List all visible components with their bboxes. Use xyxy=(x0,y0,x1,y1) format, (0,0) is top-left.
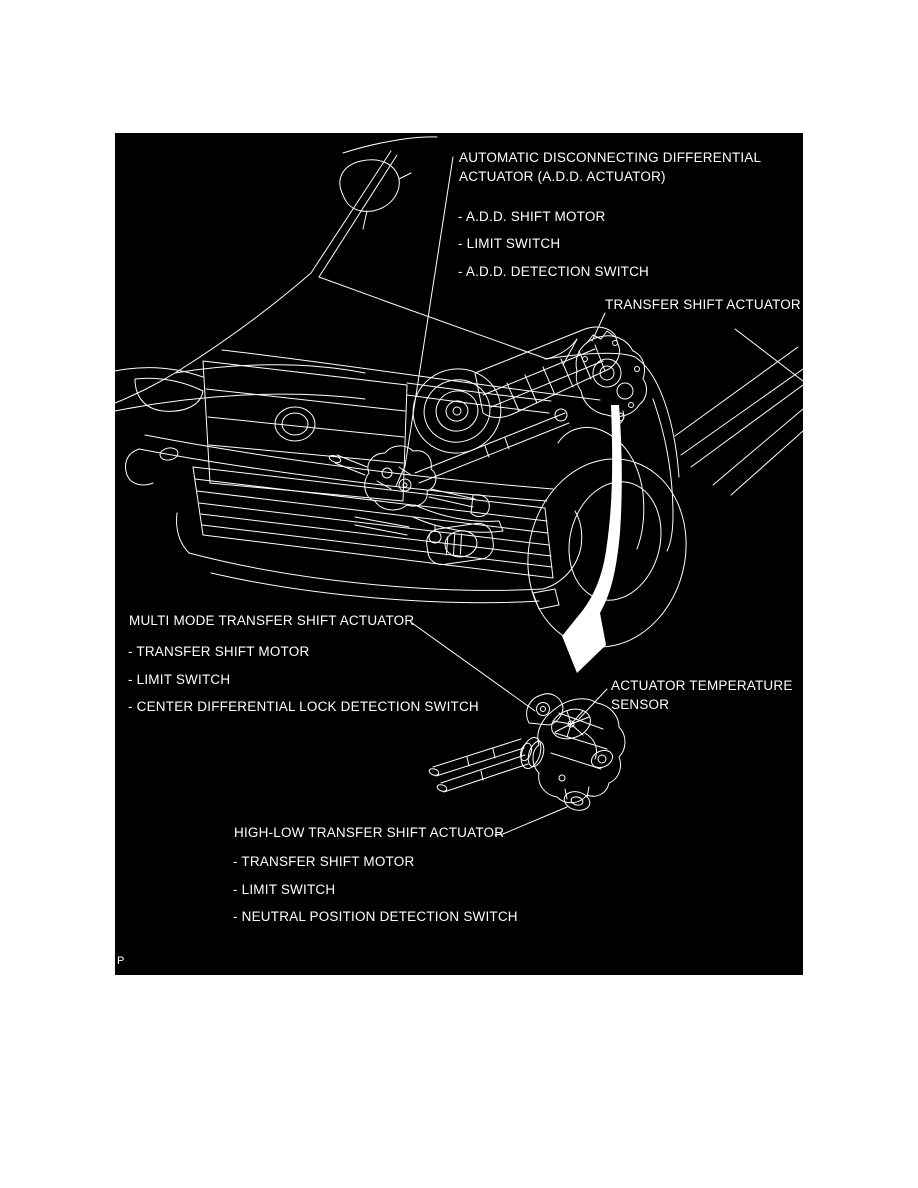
transfer-shift-actuator-part xyxy=(586,330,616,344)
temp-title-line1: ACTUATOR TEMPERATURE xyxy=(611,678,793,693)
headlamp xyxy=(134,377,204,412)
leader-transfer-shift-actuator xyxy=(591,312,606,342)
front-driveshaft xyxy=(414,408,570,484)
add-item-shift-motor: - A.D.D. SHIFT MOTOR xyxy=(458,209,606,224)
turn-signal xyxy=(159,447,179,461)
high-item-shift-motor: - TRANSFER SHIFT MOTOR xyxy=(233,854,415,869)
high-item-limit-switch: - LIMIT SWITCH xyxy=(233,882,336,897)
add-title-line1: AUTOMATIC DISCONNECTING DIFFERENTIAL xyxy=(459,150,762,165)
actuator-housing xyxy=(532,698,626,804)
add-item-detection-switch: - A.D.D. DETECTION SWITCH xyxy=(458,264,650,279)
leader-add-actuator xyxy=(395,156,454,487)
leader-multi-mode xyxy=(411,622,536,712)
leader-high-low xyxy=(494,806,568,836)
actuator-detail xyxy=(428,693,626,811)
hood-outline xyxy=(115,349,680,478)
flow-arrow xyxy=(562,405,622,673)
multi-item-limit-switch: - LIMIT SWITCH xyxy=(128,672,231,687)
high-item-neutral: - NEUTRAL POSITION DETECTION SWITCH xyxy=(233,909,518,924)
mounting-ear xyxy=(526,693,564,726)
powertrain xyxy=(328,326,647,544)
multi-item-center-diff: - CENTER DIFFERENTIAL LOCK DETECTION SWI… xyxy=(128,699,479,714)
front-bumper xyxy=(125,434,583,610)
body-side xyxy=(652,346,803,552)
callout-add-actuator-title: AUTOMATIC DISCONNECTING DIFFERENTIAL ACT… xyxy=(459,148,761,186)
vehicle-illustration xyxy=(115,136,803,836)
callout-transfer-shift-actuator: TRANSFER SHIFT ACTUATOR xyxy=(605,297,801,312)
temp-title-line2: SENSOR xyxy=(611,697,670,712)
side-mirror xyxy=(339,159,400,212)
add-item-limit-switch: - LIMIT SWITCH xyxy=(458,236,561,251)
add-title-line2: ACTUATOR (A.D.D. ACTUATOR) xyxy=(459,169,666,184)
add-actuator-assembly xyxy=(328,445,490,517)
leader-lines xyxy=(395,156,608,836)
multi-item-shift-motor: - TRANSFER SHIFT MOTOR xyxy=(128,644,310,659)
cabin-outline xyxy=(115,136,803,404)
leader-temperature-sensor xyxy=(578,688,608,720)
callout-temperature-sensor: ACTUATOR TEMPERATURE SENSOR xyxy=(611,676,793,714)
engine-underside xyxy=(354,504,504,544)
shift-rails xyxy=(428,738,529,793)
figure-marker: P xyxy=(117,955,125,967)
lower-boss xyxy=(563,791,591,811)
transmission xyxy=(474,326,620,418)
illustration-panel: AUTOMATIC DISCONNECTING DIFFERENTIAL ACT… xyxy=(115,133,803,975)
toyota-emblem xyxy=(274,406,316,442)
fog-lamp xyxy=(426,522,494,566)
callout-multi-mode-title: MULTI MODE TRANSFER SHIFT ACTUATOR xyxy=(129,613,415,628)
callout-high-low-title: HIGH-LOW TRANSFER SHIFT ACTUATOR xyxy=(234,825,505,840)
